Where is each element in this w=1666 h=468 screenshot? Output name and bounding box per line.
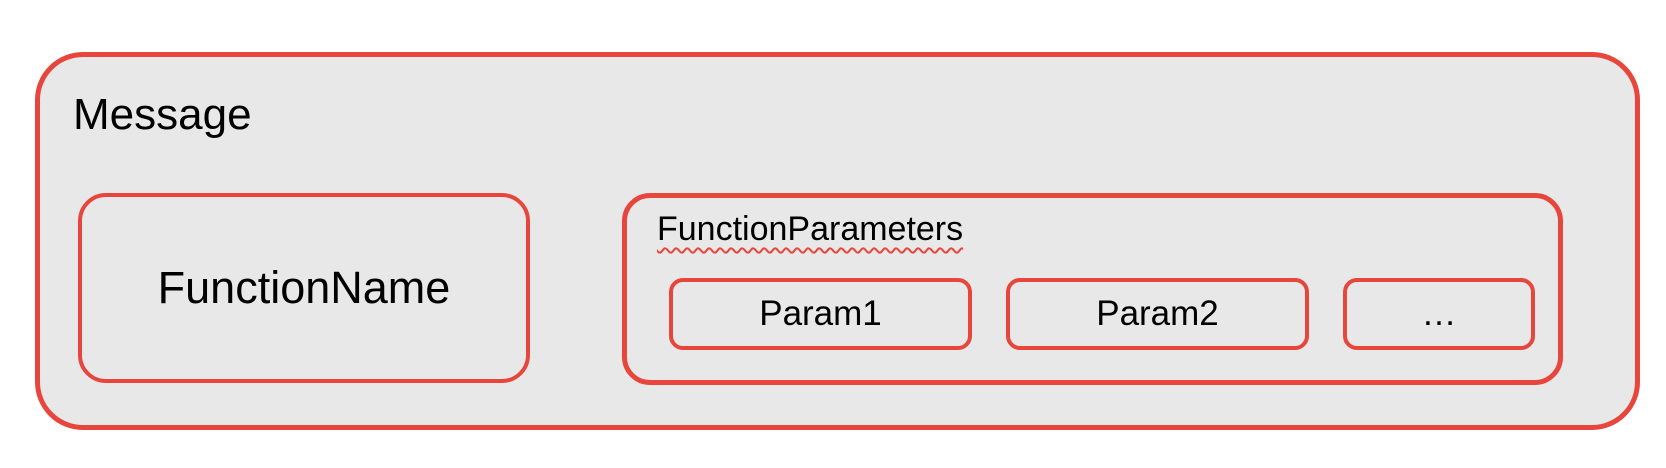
param-box-2: Param2	[1006, 278, 1309, 350]
function-parameters-label: FunctionParameters	[657, 210, 964, 248]
function-name-label: FunctionName	[157, 262, 451, 313]
function-name-box: FunctionName	[78, 193, 530, 383]
param-box-1: Param1	[669, 278, 972, 350]
param-ellipsis-label: …	[1421, 294, 1457, 333]
param-1-label: Param1	[759, 294, 882, 333]
function-parameters-box: FunctionParameters Param1 Param2 …	[622, 193, 1563, 385]
params-row: Param1 Param2 …	[669, 278, 1535, 350]
param-box-ellipsis: …	[1343, 278, 1535, 350]
message-label: Message	[73, 90, 252, 139]
param-2-label: Param2	[1096, 294, 1219, 333]
message-box: Message FunctionName FunctionParameters …	[35, 52, 1640, 430]
